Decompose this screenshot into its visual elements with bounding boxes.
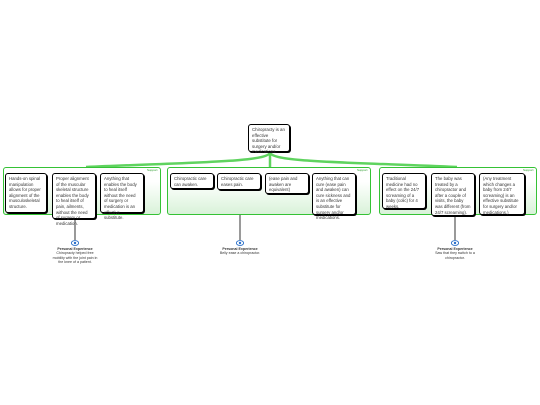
experience-title: Personal Experience <box>222 247 258 251</box>
eye-icon <box>236 240 244 246</box>
personal-experience[interactable]: Personal Experience Saw that they switch… <box>428 240 482 260</box>
support-tag: Support <box>147 168 158 172</box>
reason-text: The baby was treated by a chiropractor a… <box>435 176 471 215</box>
experience-title: Personal Experience <box>57 247 93 251</box>
reason-node[interactable]: (Any treatment which changes a baby from… <box>479 173 525 215</box>
reason-node[interactable]: (ease pain and awaken are equivalent) <box>265 173 309 194</box>
experience-text: Chiropracty helped free mobility with th… <box>52 251 98 265</box>
reason-node[interactable]: Chiropractic care can awaken. <box>170 173 214 189</box>
reason-node[interactable]: Traditional medicine had no effect on th… <box>382 173 426 209</box>
central-claim[interactable]: Chiropracty is an effective substitute f… <box>248 124 290 155</box>
reason-text: (ease pain and awaken are equivalent) <box>269 176 298 193</box>
reason-text: Traditional medicine had no effect on th… <box>386 176 420 209</box>
reason-text: Anything that can cure (ease pain and aw… <box>316 176 351 221</box>
reason-text: Hands-on spinal manipulation allows for … <box>9 176 41 209</box>
experience-title: Personal Experience <box>437 247 473 251</box>
reason-text: Anything that enables the body to heal i… <box>104 176 137 221</box>
support-tag: Support <box>357 168 368 172</box>
reason-node[interactable]: The baby was treated by a chiropractor a… <box>431 173 475 216</box>
personal-experience[interactable]: Personal Experience Belly ease a chiropr… <box>215 240 265 256</box>
reason-text: Chiropractic care eases pain. <box>221 176 254 187</box>
reason-node[interactable]: Anything that enables the body to heal i… <box>100 173 144 220</box>
eye-icon <box>451 240 459 246</box>
reason-node[interactable]: Proper alignment of the muscular skeleta… <box>52 173 96 226</box>
reason-text: Proper alignment of the muscular skeleta… <box>56 176 89 226</box>
reason-text: (Any treatment which changes a baby from… <box>483 176 519 215</box>
reason-text: Chiropractic care can awaken. <box>174 176 207 187</box>
reason-node[interactable]: Chiropractic care eases pain. <box>217 173 261 190</box>
reason-node[interactable]: Hands-on spinal manipulation allows for … <box>5 173 47 213</box>
reason-node[interactable]: Anything that can cure (ease pain and aw… <box>312 173 356 220</box>
eye-icon <box>71 240 79 246</box>
experience-text: Belly ease a chiropractor. <box>219 251 261 256</box>
support-tag: Support <box>523 168 534 172</box>
central-claim-text: Chiropracty is an effective substitute f… <box>252 127 285 155</box>
experience-text: Saw that they switch to a chiropractor. <box>435 251 475 260</box>
personal-experience[interactable]: Personal Experience Chiropracty helped f… <box>50 240 100 265</box>
